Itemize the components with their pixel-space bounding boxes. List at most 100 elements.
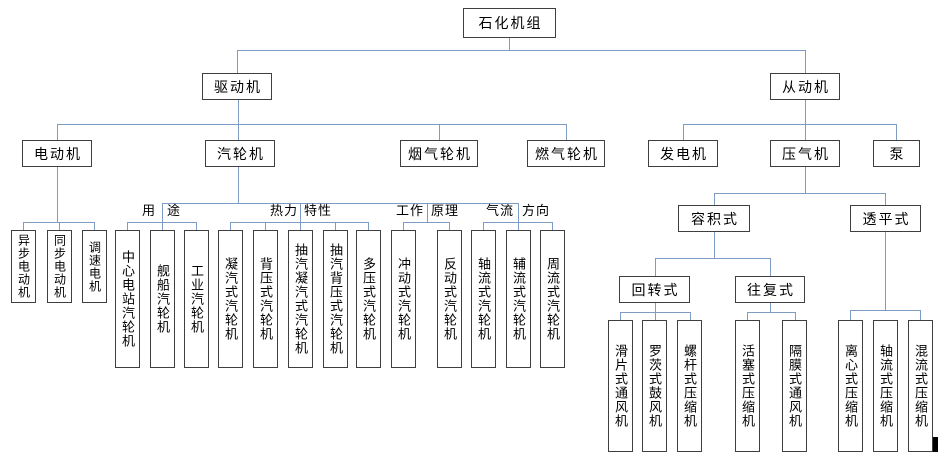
connector-line bbox=[196, 222, 197, 230]
node-positive-displacement: 容积式 bbox=[678, 205, 750, 232]
node-label: 辅流式汽轮机 bbox=[511, 257, 526, 341]
connector-line bbox=[850, 310, 920, 311]
connector-line bbox=[59, 222, 60, 230]
node-label: 容积式 bbox=[691, 210, 739, 227]
connector-line bbox=[655, 258, 770, 259]
connector-line bbox=[94, 222, 95, 230]
connector-line bbox=[885, 232, 886, 310]
connector-line bbox=[655, 303, 656, 312]
leaf-mixed-flow-compressor: 混流式压缩机 bbox=[908, 320, 933, 452]
connector-line bbox=[127, 222, 196, 223]
leaf-peripheral-flow-turbine: 周流式汽轮机 bbox=[540, 230, 565, 368]
leaf-axial-compressor: 轴流式压缩机 bbox=[873, 320, 898, 452]
node-driven-machine: 从动机 bbox=[770, 73, 840, 100]
node-label: 舰船汽轮机 bbox=[155, 264, 170, 334]
connector-line bbox=[552, 222, 553, 230]
group-label-working-right: 原理 bbox=[431, 203, 460, 218]
node-label: 发电机 bbox=[660, 145, 708, 162]
connector-line bbox=[127, 222, 128, 230]
node-petrochemical-unit: 石化机组 bbox=[463, 8, 556, 38]
node-label: 异步电动机 bbox=[16, 234, 31, 299]
connector-line bbox=[518, 203, 519, 230]
leaf-impulse-turbine: 冲动式汽轮机 bbox=[391, 230, 416, 368]
connector-line bbox=[57, 124, 58, 140]
connector-line bbox=[238, 100, 239, 140]
connector-line bbox=[714, 193, 885, 194]
connector-line bbox=[368, 222, 369, 230]
connector-line bbox=[620, 312, 621, 320]
connector-line bbox=[57, 124, 566, 125]
leaf-speed-regulating-motor: 调速电机 bbox=[82, 230, 107, 303]
node-label: 燃气轮机 bbox=[535, 145, 599, 162]
leaf-screw-compressor: 螺杆式压缩机 bbox=[677, 320, 702, 452]
group-label-airflow-right: 方向 bbox=[522, 203, 551, 218]
leaf-diaphragm-fan: 隔膜式通风机 bbox=[782, 320, 807, 452]
connector-line bbox=[230, 222, 231, 230]
cursor-artifact bbox=[933, 437, 938, 452]
node-gas-turbine: 燃气轮机 bbox=[527, 140, 605, 167]
node-compressor: 压气机 bbox=[770, 140, 840, 167]
leaf-radial-flow-turbine: 辅流式汽轮机 bbox=[506, 230, 531, 368]
connector-line bbox=[403, 222, 404, 230]
node-label: 轴流式汽轮机 bbox=[476, 257, 491, 341]
node-steam-turbine: 汽轮机 bbox=[205, 140, 275, 167]
group-label-thermal-right: 特性 bbox=[304, 203, 333, 218]
connector-line bbox=[238, 167, 239, 203]
node-label: 背压式汽轮机 bbox=[258, 257, 273, 341]
node-label: 多压式汽轮机 bbox=[361, 257, 376, 341]
connector-line bbox=[162, 203, 163, 230]
node-reciprocating-type: 往复式 bbox=[735, 276, 805, 303]
node-label: 从动机 bbox=[782, 78, 830, 95]
node-label: 混流式压缩机 bbox=[913, 344, 928, 428]
leaf-sync-motor: 同步电动机 bbox=[47, 230, 72, 303]
node-label: 反动式汽轮机 bbox=[442, 257, 457, 341]
connector-line bbox=[655, 258, 656, 276]
connector-line bbox=[795, 312, 796, 320]
leaf-extraction-condensing-turbine: 抽汽凝汽式汽轮机 bbox=[288, 230, 313, 368]
connector-line bbox=[896, 124, 897, 140]
connector-line bbox=[850, 310, 851, 320]
connector-line bbox=[483, 222, 484, 230]
node-label: 轴流式压缩机 bbox=[878, 344, 893, 428]
group-label-thermal-left: 热力 bbox=[270, 203, 299, 218]
leaf-roots-blower: 罗茨式鼓风机 bbox=[642, 320, 667, 452]
node-label: 透平式 bbox=[862, 210, 911, 227]
connector-line bbox=[566, 124, 567, 140]
node-label: 汽轮机 bbox=[217, 145, 265, 162]
leaf-industrial-turbine: 工业汽轮机 bbox=[184, 230, 209, 368]
node-label: 中心电站汽轮机 bbox=[120, 250, 135, 348]
leaf-condensing-turbine: 凝汽式汽轮机 bbox=[218, 230, 243, 368]
connector-line bbox=[805, 50, 806, 73]
node-turbo-type: 透平式 bbox=[850, 205, 921, 232]
connector-line bbox=[920, 310, 921, 320]
connector-line bbox=[427, 203, 428, 222]
connector-line bbox=[439, 124, 440, 140]
connector-line bbox=[230, 222, 368, 223]
node-electric-motor: 电动机 bbox=[22, 140, 92, 167]
group-label-working-left: 工作 bbox=[396, 203, 425, 218]
connector-line bbox=[509, 38, 510, 50]
node-label: 罗茨式鼓风机 bbox=[647, 344, 662, 428]
connector-line bbox=[770, 303, 771, 312]
node-label: 驱动机 bbox=[214, 78, 262, 95]
node-generator: 发电机 bbox=[648, 140, 718, 167]
connector-line bbox=[770, 258, 771, 276]
node-label: 调速电机 bbox=[87, 240, 102, 293]
node-rotary-type: 回转式 bbox=[619, 276, 690, 303]
node-label: 石化机组 bbox=[478, 15, 543, 31]
leaf-marine-turbine: 舰船汽轮机 bbox=[150, 230, 175, 368]
node-label: 凝汽式汽轮机 bbox=[223, 257, 238, 341]
node-label: 隔膜式通风机 bbox=[787, 344, 802, 428]
connector-line bbox=[885, 193, 886, 205]
connector-line bbox=[57, 167, 58, 222]
connector-line bbox=[237, 50, 238, 73]
group-label-use-right: 途 bbox=[167, 203, 182, 218]
node-label: 周流式汽轮机 bbox=[545, 257, 560, 341]
node-label: 活塞式压缩机 bbox=[740, 344, 755, 428]
connector-line bbox=[683, 124, 684, 140]
connector-line bbox=[335, 222, 336, 230]
connector-line bbox=[690, 312, 691, 320]
leaf-reaction-turbine: 反动式汽轮机 bbox=[437, 230, 462, 368]
node-label: 泵 bbox=[889, 145, 906, 162]
